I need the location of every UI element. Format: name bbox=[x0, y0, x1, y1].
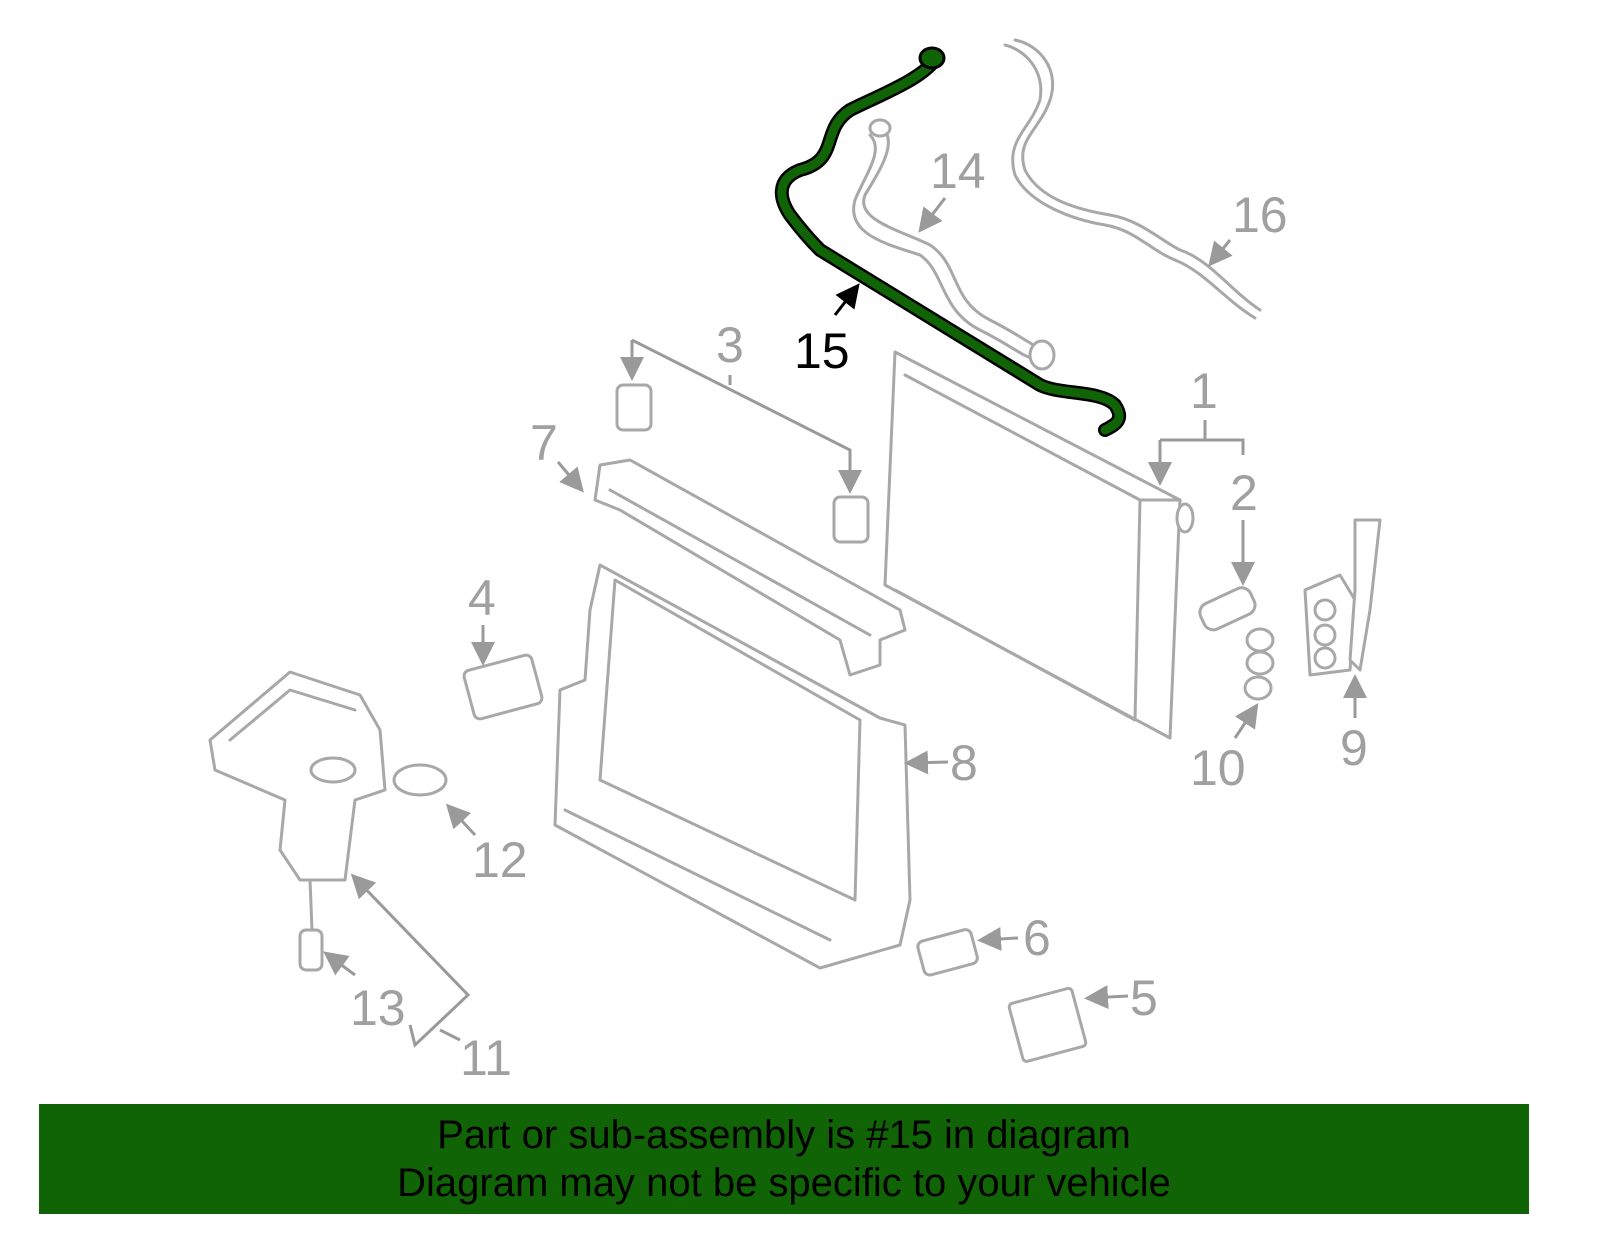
callout-15: 15 bbox=[794, 323, 850, 379]
sensor-13 bbox=[298, 878, 324, 972]
callout-14: 14 bbox=[930, 143, 986, 199]
bracket-5 bbox=[1007, 986, 1088, 1063]
callout-11: 11 bbox=[460, 1030, 512, 1086]
info-banner: Part or sub-assembly is #15 in diagram D… bbox=[39, 1104, 1529, 1214]
cap-12 bbox=[392, 763, 448, 797]
banner-line-1: Part or sub-assembly is #15 in diagram bbox=[437, 1113, 1131, 1157]
bracket-6 bbox=[916, 928, 979, 977]
o-rings-10 bbox=[1243, 627, 1275, 701]
callout-6: 6 bbox=[1023, 910, 1051, 966]
upper-support-7 bbox=[593, 458, 907, 677]
mounts-3 bbox=[615, 383, 870, 544]
callout-16: 16 bbox=[1232, 187, 1288, 243]
housing-9 bbox=[1303, 518, 1382, 677]
hose-15-highlighted bbox=[774, 46, 1127, 437]
expansion-tank-11 bbox=[208, 670, 387, 882]
callout-5: 5 bbox=[1130, 970, 1158, 1026]
callout-2: 2 bbox=[1230, 465, 1258, 521]
callout-13: 13 bbox=[350, 980, 406, 1036]
callout-7: 7 bbox=[530, 415, 558, 471]
callout-8: 8 bbox=[950, 735, 978, 791]
leader-lines bbox=[323, 197, 1367, 1048]
callout-4: 4 bbox=[468, 570, 496, 626]
radiator-1 bbox=[883, 350, 1195, 740]
callout-9: 9 bbox=[1340, 720, 1368, 776]
hose-14 bbox=[852, 118, 1056, 371]
sensor-2 bbox=[1198, 586, 1257, 632]
bracket-4 bbox=[462, 653, 544, 721]
shroud-8 bbox=[553, 563, 912, 970]
banner-line-2: Diagram may not be specific to your vehi… bbox=[397, 1161, 1171, 1205]
callout-1: 1 bbox=[1190, 363, 1218, 419]
hose-16 bbox=[1003, 38, 1262, 320]
callout-3: 3 bbox=[716, 317, 744, 373]
callout-10: 10 bbox=[1190, 740, 1246, 796]
callout-12: 12 bbox=[472, 832, 528, 888]
